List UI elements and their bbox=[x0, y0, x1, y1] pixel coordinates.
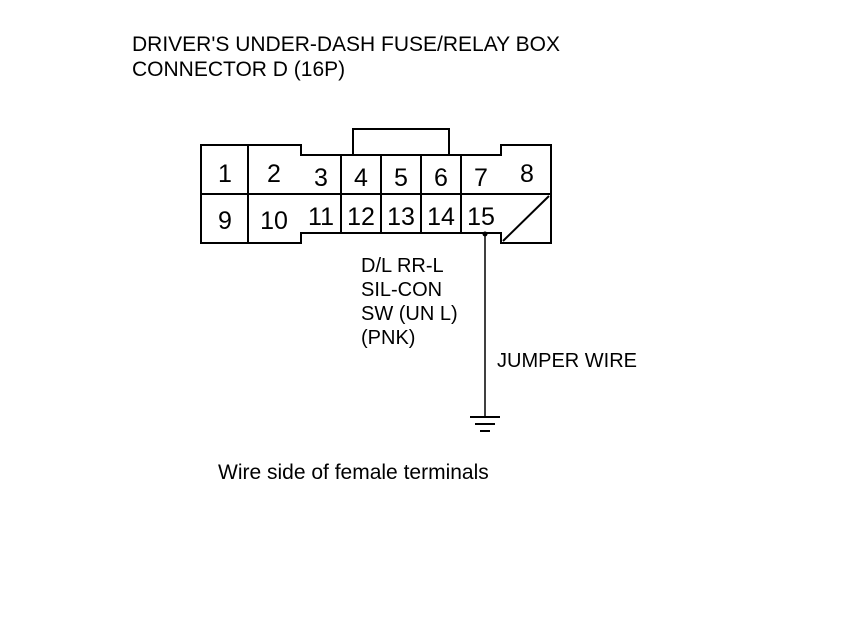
pin-number-5: 5 bbox=[394, 164, 408, 192]
connector-outline bbox=[200, 144, 552, 244]
pin-number-3: 3 bbox=[314, 164, 328, 192]
unused-cavity-slash bbox=[502, 195, 550, 242]
pin-number-9: 9 bbox=[218, 207, 232, 235]
terminal-label-line-1: D/L RR-L bbox=[361, 255, 444, 277]
pin-number-11: 11 bbox=[308, 203, 334, 231]
pin-number-10: 10 bbox=[260, 207, 288, 235]
pin-number-8: 8 bbox=[520, 160, 534, 188]
pin-number-13: 13 bbox=[387, 203, 415, 231]
title-line-2: CONNECTOR D (16P) bbox=[132, 58, 345, 81]
pin-number-1: 1 bbox=[218, 160, 232, 188]
pin-number-7: 7 bbox=[474, 164, 488, 192]
pin-number-14: 14 bbox=[427, 203, 455, 231]
title-line-1: DRIVER'S UNDER-DASH FUSE/RELAY BOX bbox=[132, 33, 560, 56]
pin-number-15: 15 bbox=[467, 203, 495, 231]
caption-wire-side: Wire side of female terminals bbox=[218, 461, 489, 484]
terminal-label-line-2: SIL-CON bbox=[361, 279, 442, 301]
terminal-label-line-3: SW (UN L) bbox=[361, 303, 458, 325]
pin-number-2: 2 bbox=[267, 160, 281, 188]
connector-body bbox=[200, 128, 552, 244]
terminal-label-line-4: (PNK) bbox=[361, 327, 415, 349]
pin-number-12: 12 bbox=[347, 203, 375, 231]
ground-icon bbox=[470, 416, 500, 432]
pin-number-4: 4 bbox=[354, 164, 368, 192]
connector-lock-tab bbox=[352, 128, 450, 155]
pin-number-6: 6 bbox=[434, 164, 448, 192]
jumper-wire-label: JUMPER WIRE bbox=[497, 350, 637, 372]
terminal-15-probe-point bbox=[482, 231, 488, 237]
